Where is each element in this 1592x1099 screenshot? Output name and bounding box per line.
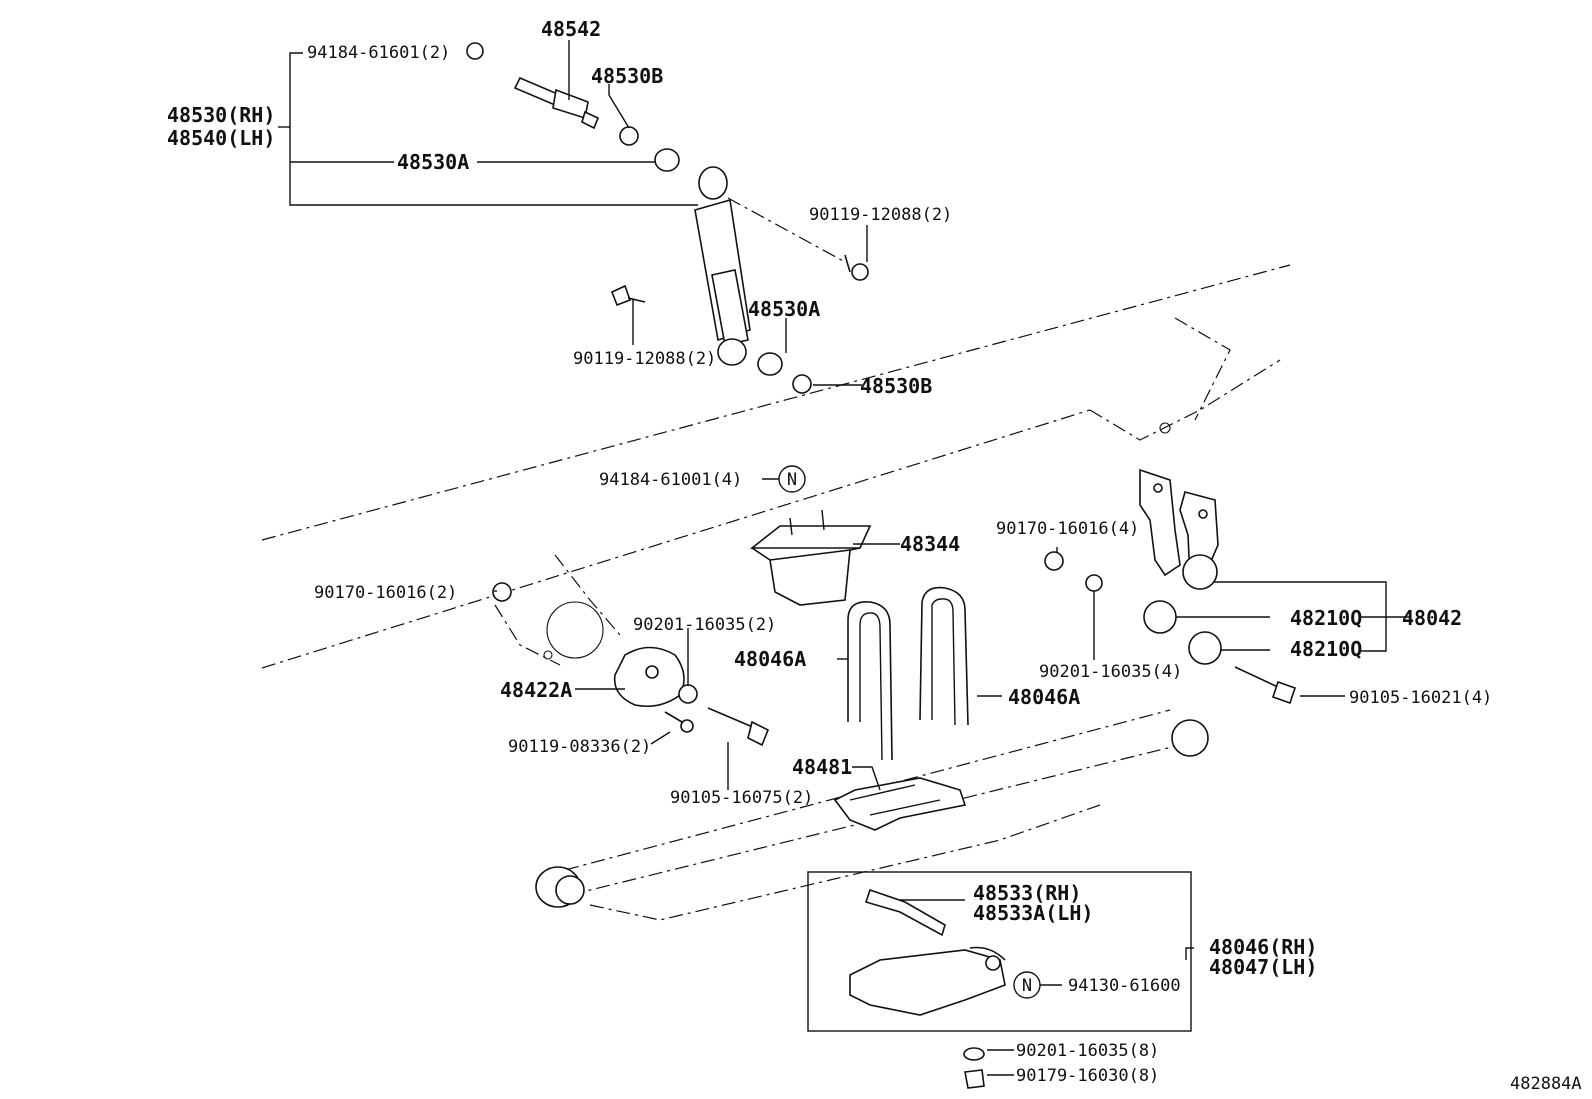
stud-48542 [513,76,600,130]
label-48210Q-2: 48210Q [1290,637,1362,661]
label-48530A-top: 48530A [397,150,469,174]
bolt-90119-12088-right [844,254,869,281]
label-48210Q-1: 48210Q [1290,606,1362,630]
label-48530A-mid: 48530A [748,297,820,321]
label-48046A-left: 48046A [734,647,806,671]
label-90105-16021: 90105-16021(4) [1349,688,1492,708]
n-marker-text: N [1022,976,1032,996]
bushing-48210Q-2 [1188,631,1222,665]
nut-94184-61601 [466,42,484,60]
label-48530-rh: 48530(RH) [167,103,275,127]
washer-90201-16035-right [1085,574,1103,592]
label-90105-16075: 90105-16075(2) [670,788,813,808]
label-48047-lh: 48047(LH) [1209,955,1317,979]
shock-absorber [694,166,846,366]
catalog-id: 482884A [1510,1074,1582,1094]
washer-90201-16035-bottom [963,1047,985,1061]
bolt-90119-12088-left [610,284,646,307]
label-48533-rh: 48533(RH) [973,881,1081,905]
label-94184-61601: 94184-61601(2) [307,43,450,63]
label-48533A-lh: 48533A(LH) [973,901,1093,925]
n-marker-text: N [787,470,797,490]
nut-90170-16016-left [492,582,512,602]
bushing-48530A-mid [757,352,783,376]
label-48530B-top: 48530B [591,64,663,88]
frame-rail [261,264,1291,669]
nut-90170-16016-right [1044,551,1064,571]
label-48046-rh: 48046(RH) [1209,935,1317,959]
bolt-90119-08336 [664,711,694,733]
label-48542: 48542 [541,17,601,41]
washer-48530B-top [619,126,639,146]
washer-90201-16035-left [678,684,698,704]
label-90179-16030: 90179-16030(8) [1016,1066,1159,1086]
bolt-90105-16075 [707,707,770,747]
bolt-90105-16021 [1234,666,1297,705]
label-90201-16035-left: 90201-16035(2) [633,615,776,635]
n-marker-94184-61001: N [778,465,806,493]
nut-90179-16030 [964,1069,985,1089]
label-90119-12088-right: 90119-12088(2) [809,205,952,225]
leaf-spring [535,709,1209,921]
label-94184-61001: 94184-61001(4) [599,470,742,490]
label-90201-16035-bottom: 90201-16035(8) [1016,1041,1159,1061]
label-48042: 48042 [1402,606,1462,630]
inset-box [807,871,1192,1032]
label-48530B-mid: 48530B [860,374,932,398]
label-94130-61600: 94130-61600 [1068,976,1181,996]
spring-seat-48481 [833,777,967,831]
part-labels: 94184-61601(2) 48542 48530B 48530(RH) 48… [167,17,1582,1094]
washer-48530B-mid [792,374,812,394]
label-90119-12088-left: 90119-12088(2) [573,349,716,369]
bump-stopper-48344 [749,509,872,606]
bushing-48530A-top [654,148,680,172]
label-90201-16035-right: 90201-16035(4) [1039,662,1182,682]
bracket-48422A [613,646,685,708]
label-48422A: 48422A [500,678,572,702]
n-marker-94130-61600: N [1013,971,1041,999]
u-bolt-right [919,586,969,726]
u-bolt-left [847,601,893,761]
label-48540-lh: 48540(LH) [167,126,275,150]
label-48344: 48344 [900,532,960,556]
label-90170-16016-right: 90170-16016(4) [996,519,1139,539]
leader-lines [278,40,1411,1076]
label-90170-16016-left: 90170-16016(2) [314,583,457,603]
label-90119-08336: 90119-08336(2) [508,737,651,757]
bushing-48210Q-1 [1143,600,1177,634]
shackle-48042 [1139,468,1219,590]
label-48046A-right: 48046A [1008,685,1080,709]
label-48481: 48481 [792,755,852,779]
